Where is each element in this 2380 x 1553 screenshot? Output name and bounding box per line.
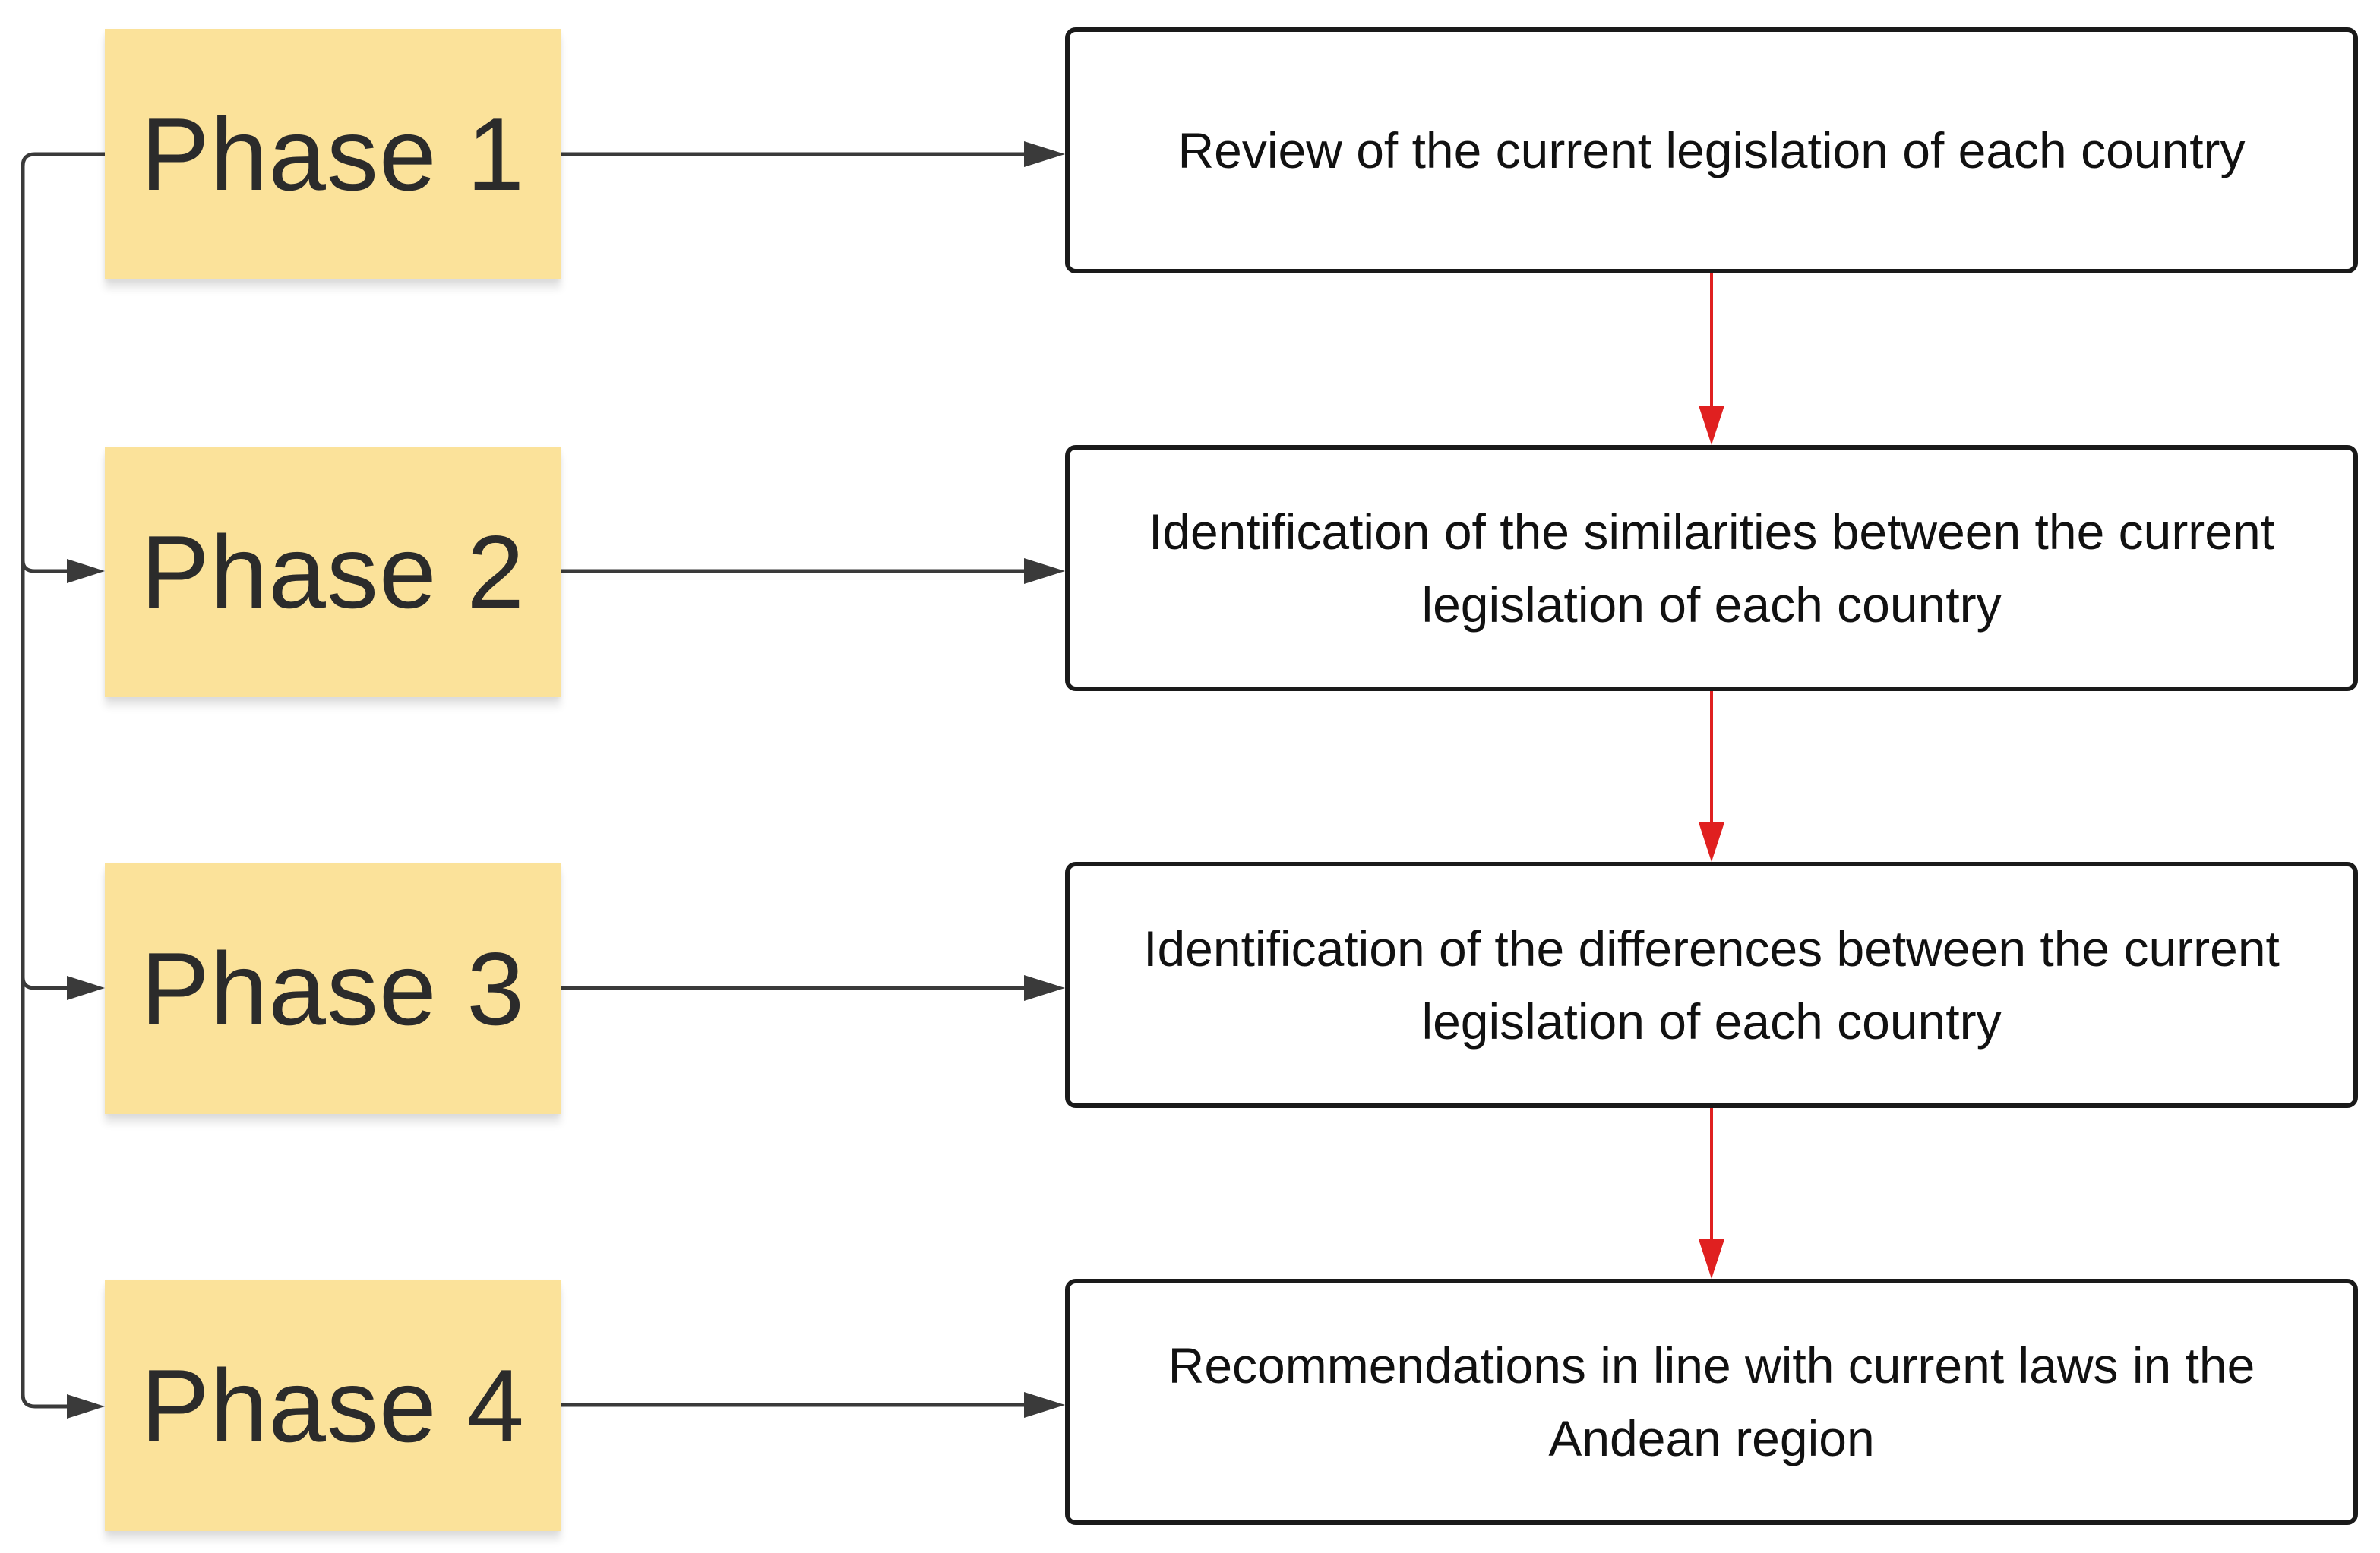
bracket-curve-phase-2 (21, 560, 36, 573)
phase-2-sticky-note: Phase 2 (105, 447, 561, 697)
phase-3-label: Phase 3 (140, 931, 526, 1046)
step-4-box: Recommendations in line with current law… (1065, 1279, 2358, 1525)
red-arrow-step-2-to-step-3 (1699, 691, 1724, 862)
phase-1-label: Phase 1 (140, 96, 526, 212)
step-1-text: Review of the current legislation of eac… (1177, 122, 2246, 178)
red-arrow-step-1-to-step-2 (1699, 273, 1724, 445)
bracket-curve-phase-3 (21, 977, 36, 990)
arrow-phase-1-to-step-1 (561, 141, 1065, 167)
phase-bracket-line (21, 152, 105, 1409)
phase-1-sticky-note: Phase 1 (105, 29, 561, 279)
step-3-box: Identification of the differences betwee… (1065, 862, 2358, 1108)
bracket-arrow-phase-3 (35, 976, 105, 1000)
bracket-arrow-phase-4 (35, 1394, 105, 1419)
step-2-box: Identification of the similarities betwe… (1065, 445, 2358, 691)
arrow-phase-4-to-step-4 (561, 1392, 1065, 1418)
step-1-box: Review of the current legislation of eac… (1065, 27, 2358, 273)
phase-4-sticky-note: Phase 4 (105, 1280, 561, 1531)
bracket-arrow-phase-2 (35, 559, 105, 583)
phase-3-sticky-note: Phase 3 (105, 863, 561, 1114)
arrow-phase-2-to-step-2 (561, 558, 1065, 584)
phase-2-label: Phase 2 (140, 514, 526, 630)
red-arrow-step-3-to-step-4 (1699, 1108, 1724, 1279)
phase-4-label: Phase 4 (140, 1348, 526, 1463)
arrow-phase-3-to-step-3 (561, 975, 1065, 1001)
step-2-text: Identification of the similarities betwe… (1148, 503, 2275, 633)
step-3-text: Identification of the differences betwee… (1143, 920, 2280, 1050)
step-4-text: Recommendations in line with current law… (1168, 1337, 2255, 1466)
